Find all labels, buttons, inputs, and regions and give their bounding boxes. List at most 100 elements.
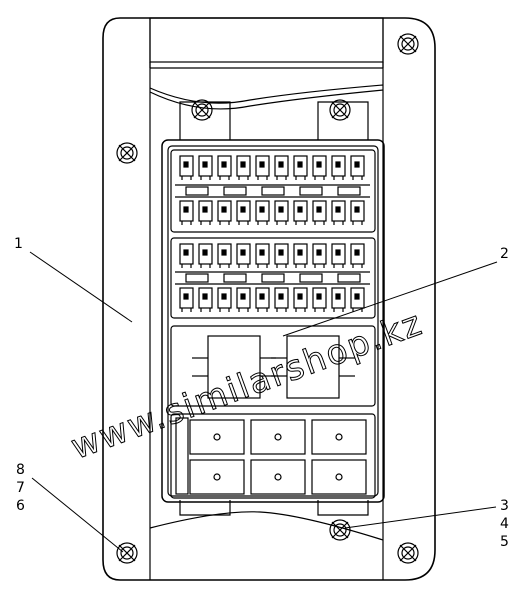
fuse-terminal [335, 293, 341, 300]
screw-head [397, 542, 419, 564]
mini-fuse [350, 243, 365, 265]
screw-inner [120, 146, 134, 160]
maxi-fuse-hole [213, 433, 221, 441]
screw-head [116, 142, 138, 164]
fuse-terminal [297, 206, 303, 213]
screw [397, 33, 419, 55]
top-mounting-tabs [179, 101, 369, 140]
mini-fuse [255, 243, 270, 265]
maxi-fuse-hole [335, 433, 343, 441]
fuse-block-outline [170, 237, 376, 319]
mini-fuse [255, 200, 270, 222]
fuse-terminal [354, 249, 360, 256]
fuse-terminal [183, 161, 189, 168]
fuse-terminal [297, 249, 303, 256]
mini-fuse [179, 243, 194, 265]
mini-fuse [350, 155, 365, 177]
screw-head [329, 99, 351, 121]
fuse-terminal [221, 206, 227, 213]
mini-fuse [236, 200, 251, 222]
fuse-terminal [221, 293, 227, 300]
maxi-block-outline [170, 413, 376, 499]
fuse-terminal [240, 293, 246, 300]
screw-head [397, 33, 419, 55]
screw [397, 542, 419, 564]
relay [207, 335, 261, 399]
fuse-terminal [354, 293, 360, 300]
leader-lines [29, 251, 498, 553]
relay [286, 335, 340, 399]
maxi-fuse [311, 419, 367, 455]
maxi-fuse-block [170, 413, 376, 499]
maxi-fuse [250, 459, 306, 495]
fuse-terminal [297, 293, 303, 300]
screw-inner [401, 37, 415, 51]
mini-fuse [217, 243, 232, 265]
fuse-terminal [354, 206, 360, 213]
callout-7: 7 [16, 480, 25, 496]
mini-fuse [255, 155, 270, 177]
screw-head [191, 99, 213, 121]
fuse-terminal [240, 161, 246, 168]
mini-fuse [274, 287, 289, 309]
callout-1: 1 [14, 236, 23, 252]
mini-fuse [255, 287, 270, 309]
mini-fuse [217, 155, 232, 177]
spare-slot [185, 273, 209, 283]
maxi-fuse [250, 419, 306, 455]
maxi-fuse-hole [274, 473, 282, 481]
spare-slot [185, 186, 209, 196]
screw-slot [118, 144, 136, 162]
mini-fuse [179, 155, 194, 177]
fuse-terminal [278, 293, 284, 300]
fuse-terminal [316, 161, 322, 168]
mini-fuse [331, 155, 346, 177]
fuse-panel-frame [161, 139, 385, 503]
mini-fuse [179, 287, 194, 309]
fuse-terminal [278, 206, 284, 213]
screw-inner [401, 546, 415, 560]
maxi-fuse-hole [213, 473, 221, 481]
fuse-block-outline [170, 149, 376, 233]
fuse-terminal [316, 206, 322, 213]
mini-fuse [293, 243, 308, 265]
spare-slot [223, 186, 247, 196]
screw-head [329, 519, 351, 541]
mini-fuse [293, 287, 308, 309]
mini-fuse [217, 200, 232, 222]
fuse-terminal [278, 249, 284, 256]
mini-fuse [312, 287, 327, 309]
mini-fuse [312, 155, 327, 177]
callout-3: 3 [500, 498, 509, 514]
fuse-terminal [316, 249, 322, 256]
maxi-fuse [311, 459, 367, 495]
fuse-terminal [183, 249, 189, 256]
outer-cover [102, 17, 436, 581]
fuse-block-1 [170, 149, 376, 233]
screw-slot [331, 101, 349, 119]
maxi-fuse-hole [274, 433, 282, 441]
callout-2: 2 [500, 246, 509, 262]
maxi-fuse [189, 419, 245, 455]
mini-fuse [217, 287, 232, 309]
fuse-terminal [202, 161, 208, 168]
callout-5: 5 [500, 534, 509, 550]
fuse-terminal [259, 206, 265, 213]
screw-slot [193, 101, 211, 119]
mini-fuse [331, 287, 346, 309]
mini-fuse [236, 155, 251, 177]
callout-6: 6 [16, 498, 25, 514]
mini-fuse [274, 243, 289, 265]
fuse-terminal [240, 249, 246, 256]
screw [116, 542, 138, 564]
mini-fuse [331, 243, 346, 265]
mini-fuse [198, 155, 213, 177]
mini-fuse [293, 200, 308, 222]
fuse-terminal [335, 249, 341, 256]
screw-inner [120, 546, 134, 560]
fuse-block-2 [170, 237, 376, 319]
fuse-terminal [240, 206, 246, 213]
mini-fuse [236, 243, 251, 265]
